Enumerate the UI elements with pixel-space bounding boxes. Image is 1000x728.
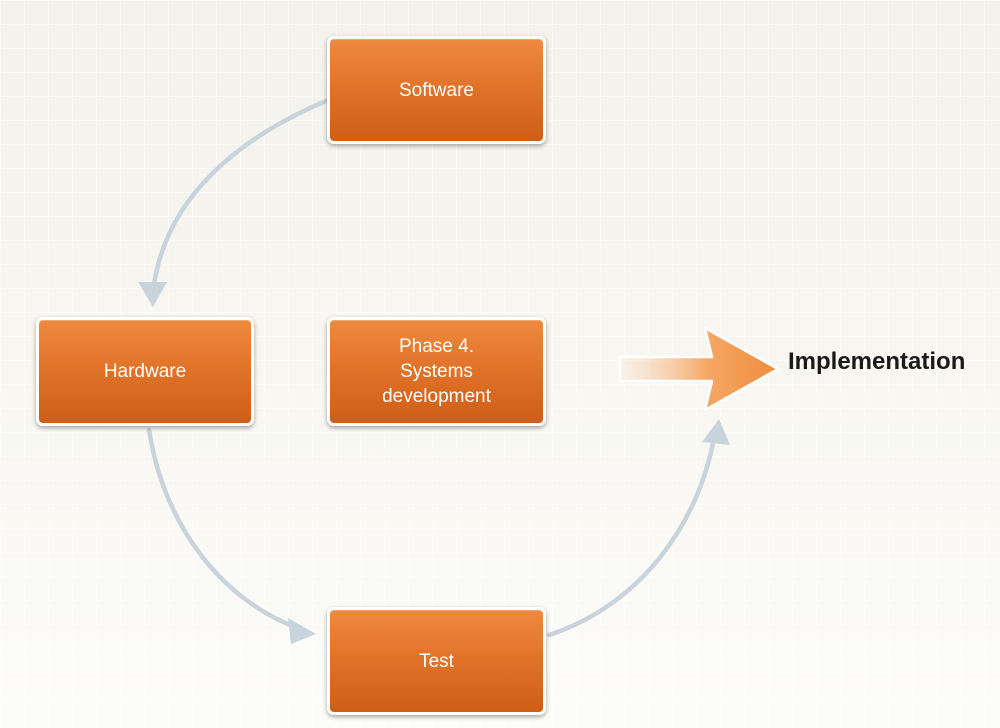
arrowhead-upward [702,419,730,445]
step-box-test: Test [327,607,546,715]
center-label-line-2: Systems [400,361,473,382]
arrowhead-to-hardware [138,282,167,307]
step-label-hardware: Hardware [103,361,187,382]
center-box-phase: Phase 4. Systems development [327,317,546,426]
connector-software-to-hardware [150,98,329,296]
step-label-software: Software [399,79,474,101]
center-label-line-1: Phase 4. [398,336,474,357]
connector-hardware-to-test [146,427,303,632]
center-label-line-3: development [382,386,491,407]
implementation-arrow [618,326,780,412]
output-label: Implementation [788,348,966,375]
arrowhead-to-test [288,618,316,644]
step-box-hardware: Hardware [36,317,254,426]
connector-test-to-output [546,435,717,638]
step-box-software: Software [327,36,546,144]
step-label-test: Test [419,650,454,672]
